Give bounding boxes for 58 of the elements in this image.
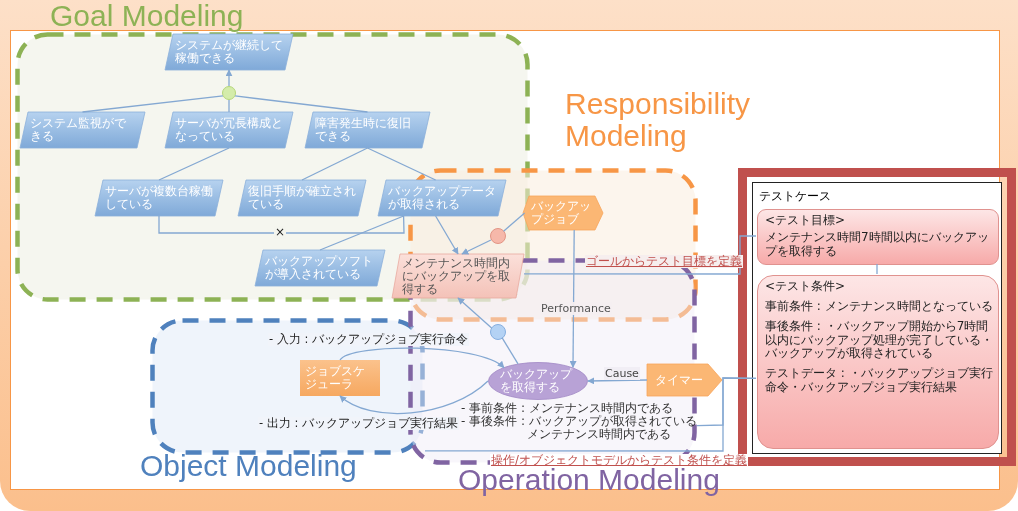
connector: [301, 147, 369, 181]
connector: [501, 336, 519, 365]
box-heading: <テスト条件>: [765, 280, 847, 294]
box-heading: <テスト目標>: [765, 214, 847, 228]
box-text: テストデータ : ・バックアップジョブ実行命令・バックアップジョブ実行結果: [765, 367, 994, 394]
edge-label: ×: [274, 226, 287, 239]
junction-circle: [490, 228, 506, 244]
agent-pentagon: バックアップジョブ: [523, 196, 603, 230]
connector: [457, 297, 493, 329]
edge-label: Cause: [604, 367, 640, 380]
connector: [434, 215, 459, 255]
test-case-box: [752, 182, 1002, 454]
condition-note: - 事後条件 : バックアップが取得されているメンテナンス時間内である: [461, 415, 698, 441]
region-title: Goal Modeling: [50, 0, 245, 32]
agent-pentagon: タイマー: [647, 364, 722, 396]
edge-label: Performance: [540, 302, 612, 315]
goal-box: システム監視ができる: [20, 112, 145, 148]
junction-circle: [490, 324, 506, 340]
condition-note: - 事前条件 : メンテナンス時間内である: [461, 402, 674, 415]
connector: [461, 239, 492, 255]
test-condition-box: [757, 275, 999, 449]
connector: [523, 235, 757, 275]
goal-box: バックアップソフトが導入されている: [255, 250, 385, 286]
link-label: ゴールからテスト目標を定義: [585, 255, 743, 268]
goal-box: サーバが冗長構成となっている: [165, 112, 293, 148]
box-text: 事前条件 : メンテナンス時間となっている: [765, 300, 994, 314]
connector: [339, 380, 489, 415]
connector: [696, 377, 757, 427]
connector: [225, 69, 233, 87]
region-title: Responsibility Modeling: [565, 88, 752, 152]
connector: [158, 147, 230, 181]
connector: [319, 215, 405, 251]
test-goal-box: [757, 209, 999, 265]
conflict-line: [158, 215, 405, 234]
responsibility-box: メンテナンス時間内にバックアップを取得する: [392, 254, 524, 298]
region-title: Object Modeling: [140, 450, 358, 482]
goal-box: サーバが複数台稼働している: [95, 180, 223, 216]
connector: [339, 347, 505, 369]
connector: [234, 95, 369, 113]
edge-label: - 入力 : バックアップジョブ実行命令: [268, 333, 469, 346]
goal-box: システムが継続して稼働できる: [165, 34, 293, 70]
connector: [587, 377, 648, 385]
connector: [228, 99, 230, 113]
object-box: ジョブスケジューラ: [300, 360, 380, 396]
connector: [876, 263, 878, 275]
link-label: 操作/オブジェクトモデルからテスト条件を定義: [490, 454, 748, 467]
box-text: メンテナンス時間7時間以内にバックアップを取得する: [765, 231, 990, 258]
connector: [569, 229, 577, 368]
operation-ellipse: バックアップを取得する: [488, 362, 588, 400]
goal-box: 復旧手順が確立されている: [238, 180, 366, 216]
connector: [81, 95, 224, 113]
connector: [502, 212, 526, 232]
box-title: テストケース: [759, 188, 831, 205]
box-text: 事後条件 : ・バックアップ開始から7時間以内にバックアップ処理が完了している・バックアップが取得されている: [765, 320, 994, 361]
edge-label: - 出力 : バックアップジョブ実行結果: [258, 417, 459, 430]
goal-box: バックアップデータが取得される: [378, 180, 506, 216]
goal-box: 障害発生時に復旧できる: [305, 112, 430, 148]
connector: [366, 147, 437, 181]
